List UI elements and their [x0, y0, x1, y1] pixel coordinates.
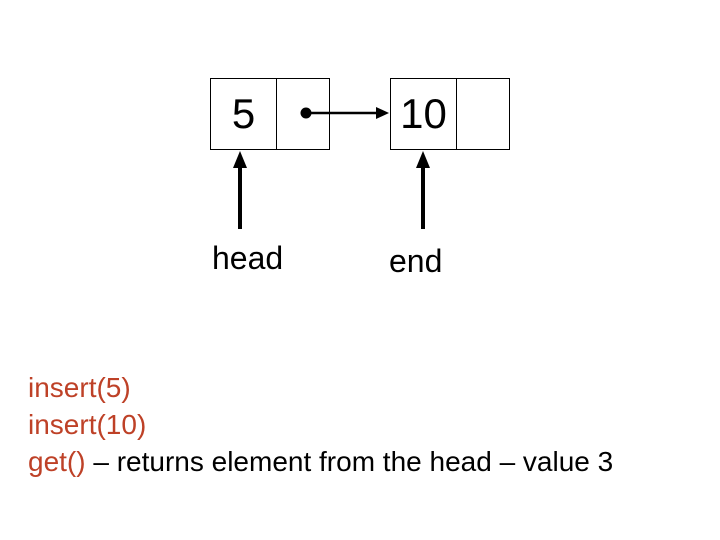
node-end-value: 10 [400, 90, 447, 137]
get-line: get() – returns element from the head – … [28, 443, 613, 480]
list-node-head: 5 [210, 78, 330, 150]
end-arrow-icon [416, 151, 430, 229]
head-arrow-icon [233, 151, 247, 229]
node-end-value-cell: 10 [391, 79, 457, 149]
list-node-end: 10 [390, 78, 510, 150]
operations-text: insert(5) insert(10) get() – returns ele… [28, 369, 613, 480]
end-label: end [389, 243, 443, 279]
insert5-line: insert(5) [28, 372, 131, 403]
node-end-pointer-cell [457, 79, 509, 149]
node-head-value: 5 [231, 90, 256, 137]
get-result-text: – returns element from the head – value … [85, 446, 614, 477]
get-call-text: get() [28, 446, 86, 477]
head-label: head [212, 240, 284, 276]
node-head-value-cell: 5 [211, 79, 277, 149]
insert10-line: insert(10) [28, 409, 147, 440]
node-head-pointer-cell [277, 79, 329, 149]
